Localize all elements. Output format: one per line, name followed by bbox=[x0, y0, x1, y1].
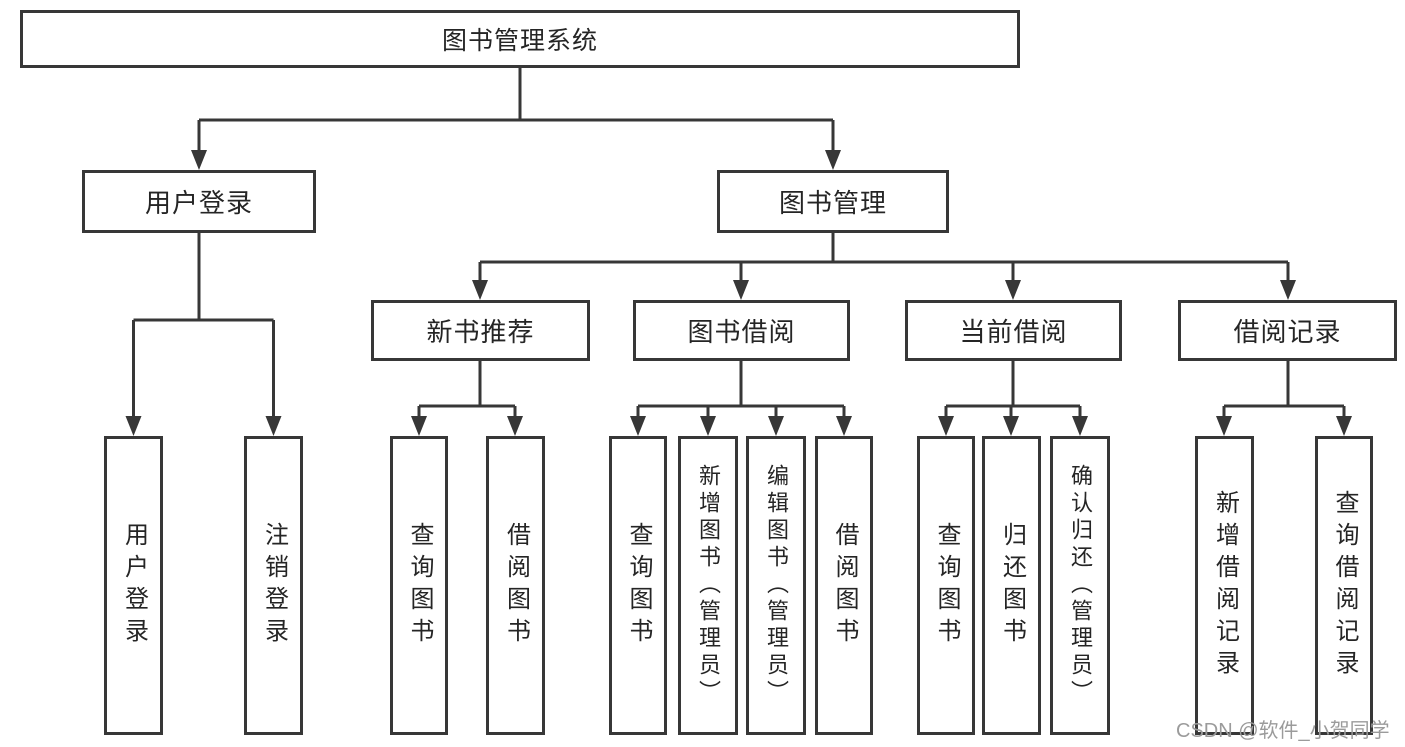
leaf-borrow-books-recommend: 借阅图书 bbox=[486, 436, 545, 735]
leaf-label: 借阅图书 bbox=[831, 521, 858, 650]
leaf-label: 编辑图书（管理员） bbox=[764, 464, 789, 707]
node-book-borrowing: 图书借阅 bbox=[633, 300, 850, 361]
node-user-login: 用户登录 bbox=[82, 170, 316, 233]
leaf-query-borrow-record: 查询借阅记录 bbox=[1315, 436, 1373, 735]
leaf-query-books-borrow: 查询图书 bbox=[609, 436, 667, 735]
leaf-return-book: 归还图书 bbox=[982, 436, 1041, 735]
node-borrowing-records: 借阅记录 bbox=[1178, 300, 1397, 361]
leaf-label: 查询借阅记录 bbox=[1331, 489, 1358, 682]
node-current-borrowing: 当前借阅 bbox=[905, 300, 1122, 361]
leaf-add-borrow-record: 新增借阅记录 bbox=[1195, 436, 1254, 735]
leaf-label: 查询图书 bbox=[406, 521, 433, 650]
leaf-query-books-recommend: 查询图书 bbox=[390, 436, 448, 735]
watermark-text: CSDN @软件_小贺同学 bbox=[1176, 720, 1390, 742]
node-new-book-recommendation: 新书推荐 bbox=[371, 300, 590, 361]
leaf-add-book-admin: 新增图书（管理员） bbox=[678, 436, 738, 735]
leaf-user-login: 用户登录 bbox=[104, 436, 163, 735]
leaf-borrow-books: 借阅图书 bbox=[815, 436, 873, 735]
leaf-label: 归还图书 bbox=[998, 521, 1026, 650]
leaf-label: 确认归还（管理员） bbox=[1068, 464, 1093, 707]
leaf-label: 查询图书 bbox=[625, 521, 652, 650]
leaf-label: 借阅图书 bbox=[502, 521, 530, 650]
leaf-label: 注销登录 bbox=[260, 521, 288, 650]
leaf-logout: 注销登录 bbox=[244, 436, 303, 735]
leaf-label: 新增图书（管理员） bbox=[696, 464, 721, 707]
leaf-label: 查询图书 bbox=[933, 521, 960, 650]
node-root: 图书管理系统 bbox=[20, 10, 1020, 68]
leaf-confirm-return-admin: 确认归还（管理员） bbox=[1050, 436, 1110, 735]
leaf-label: 新增借阅记录 bbox=[1211, 489, 1239, 682]
node-book-management: 图书管理 bbox=[717, 170, 949, 233]
leaf-edit-book-admin: 编辑图书（管理员） bbox=[746, 436, 806, 735]
leaf-query-books-current: 查询图书 bbox=[917, 436, 975, 735]
leaf-label: 用户登录 bbox=[120, 521, 148, 650]
